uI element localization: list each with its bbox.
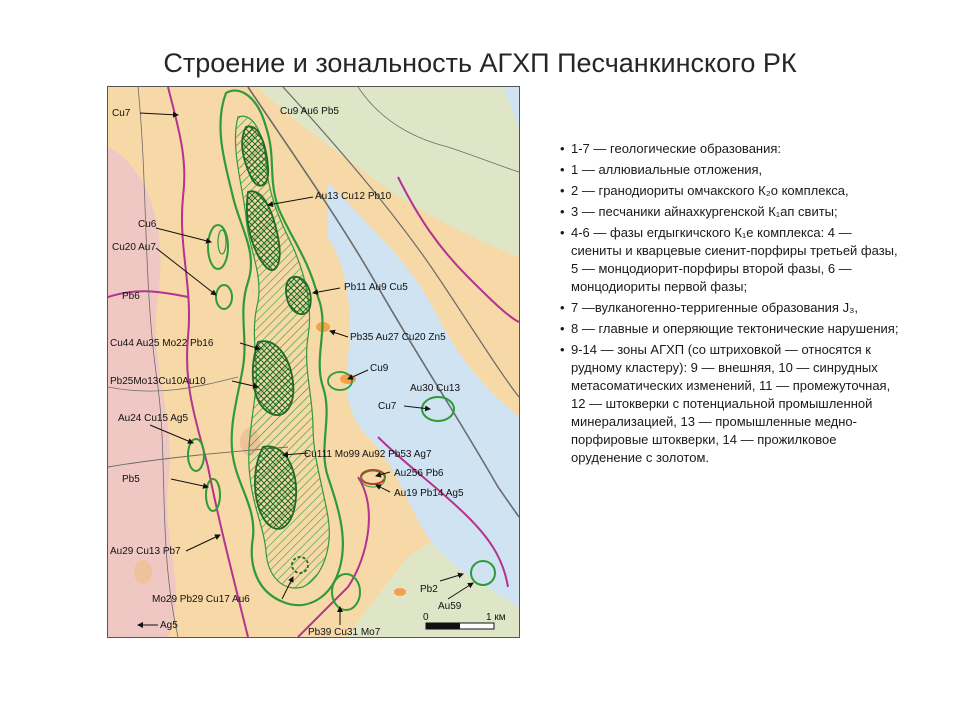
arrow [403, 405, 431, 412]
map-label: Cu9 [370, 363, 389, 374]
map-label: Pb6 [122, 291, 140, 302]
map-label: Pb39 Cu31 Mo7 [308, 627, 381, 637]
arrow [347, 369, 369, 380]
side-anomaly [217, 229, 227, 255]
map-label: Au19 Pb14 Ag5 [394, 488, 464, 499]
alluvium-corner [503, 87, 519, 127]
geologic-boundary [377, 436, 509, 588]
map-label: Pb2 [420, 584, 438, 595]
arrow [281, 576, 294, 600]
arrow [155, 227, 212, 244]
main-fault [282, 87, 519, 398]
map-label: Pb11 Au9 Cu5 [344, 282, 408, 293]
map-label: Ag5 [160, 620, 178, 631]
map-label: Au24 Cu15 Ag5 [118, 413, 188, 424]
geologic-boundary [108, 290, 189, 298]
arrow [267, 196, 314, 208]
map-label: Cu7 [112, 108, 131, 119]
arrow [375, 471, 391, 478]
arrow [231, 380, 259, 389]
arrow [239, 342, 261, 351]
legend-item: 1-7 — геологические образования: [560, 140, 905, 158]
volcanic-area-north [258, 87, 519, 257]
arrow [170, 478, 209, 489]
geologic-boundary [297, 476, 370, 637]
map-label: Au256 Pb6 [394, 468, 444, 479]
map-label: Cu44 Au25 Mo22 Pb16 [110, 338, 214, 349]
side-anomaly [327, 371, 353, 391]
legend-item: 3 — песчаники айнахкургенской К₁ап свиты… [560, 203, 905, 221]
map-label: Cu20 Au7 [112, 242, 156, 253]
map-label: Cu9 Au6 Pb5 [280, 106, 339, 117]
map-label: Au30 Cu13 [410, 383, 460, 394]
map-label: Pb25Mo13Cu10Au10 [110, 376, 206, 387]
map-canvas: Cu7 Cu9 Au6 Pb5 Au13 Cu12 Pb10 Cu6 Cu20 … [108, 87, 519, 637]
side-anomaly [421, 396, 455, 422]
map-label: Au13 Cu12 Pb10 [315, 191, 392, 202]
stockwork-core [241, 125, 270, 187]
legend-item: 2 — гранодиориты омчакского К₂о комплекс… [560, 182, 905, 200]
arrow [139, 111, 179, 118]
map-label: Au29 Cu13 Pb7 [110, 546, 181, 557]
main-fault [247, 87, 519, 518]
side-anomaly [470, 560, 496, 586]
scale-label-one: 1 км [486, 612, 506, 623]
legend-panel: 1-7 — геологические образования: 1 — алл… [560, 140, 905, 470]
stockwork-core [246, 190, 281, 271]
alluvium-area [328, 182, 519, 607]
arrow [447, 582, 474, 600]
geochemical-map: Cu7 Cu9 Au6 Pb5 Au13 Cu12 Pb10 Cu6 Cu20 … [107, 86, 520, 638]
arrow [282, 451, 309, 458]
secondary-fault [137, 87, 179, 637]
arrow [329, 329, 349, 338]
scale-bar: 0 1 км [423, 612, 506, 630]
side-anomaly [207, 224, 229, 270]
arrow [155, 247, 217, 296]
arrow [375, 484, 391, 493]
map-label: Cu6 [138, 219, 157, 230]
legend-item: 7 —вулканогенно-терригенные образования … [560, 299, 905, 317]
gold-anomaly-outline [360, 470, 386, 488]
legend-item: 9-14 — зоны АГХП (со штриховкой — относя… [560, 341, 905, 467]
arrow [149, 424, 194, 444]
side-anomaly [205, 478, 221, 512]
map-label: Pb5 [122, 474, 140, 485]
side-anomaly [187, 438, 205, 472]
map-label: Cu111 Mo99 Au92 Pb53 Ag7 [304, 449, 432, 460]
side-anomaly [215, 284, 233, 310]
side-anomaly [331, 573, 361, 611]
slide-title: Строение и зональность АГХП Песчанкинско… [163, 48, 797, 78]
map-label: Cu7 [378, 401, 397, 412]
map-label: Mo29 Pb29 Cu17 Au6 [152, 594, 250, 605]
outer-zone-outline [219, 89, 344, 607]
arrow [312, 287, 341, 296]
arrow [185, 534, 221, 552]
orange-patch [394, 588, 406, 596]
arrow [439, 572, 464, 582]
legend-item: 1 — аллювиальные отложения, [560, 161, 905, 179]
side-anomaly [291, 556, 309, 574]
geologic-boundary [397, 176, 519, 323]
granodiorite-area [108, 147, 176, 637]
syenite-patch [134, 560, 152, 584]
map-label: Au59 [438, 601, 462, 612]
legend-item: 4-6 — фазы егдыгкичского К₁е комплекса: … [560, 224, 905, 296]
stockwork-core [254, 445, 297, 530]
scale-label-zero: 0 [423, 612, 429, 623]
legend-list: 1-7 — геологические образования: 1 — алл… [560, 140, 905, 467]
stockwork-core [285, 276, 312, 316]
secondary-fault [357, 87, 519, 173]
secondary-fault [108, 376, 239, 392]
map-label: Pb35 Au27 Cu20 Zn5 [350, 332, 446, 343]
geologic-boundary [167, 87, 249, 637]
legend-item: 8 — главные и оперяющие тектонические на… [560, 320, 905, 338]
